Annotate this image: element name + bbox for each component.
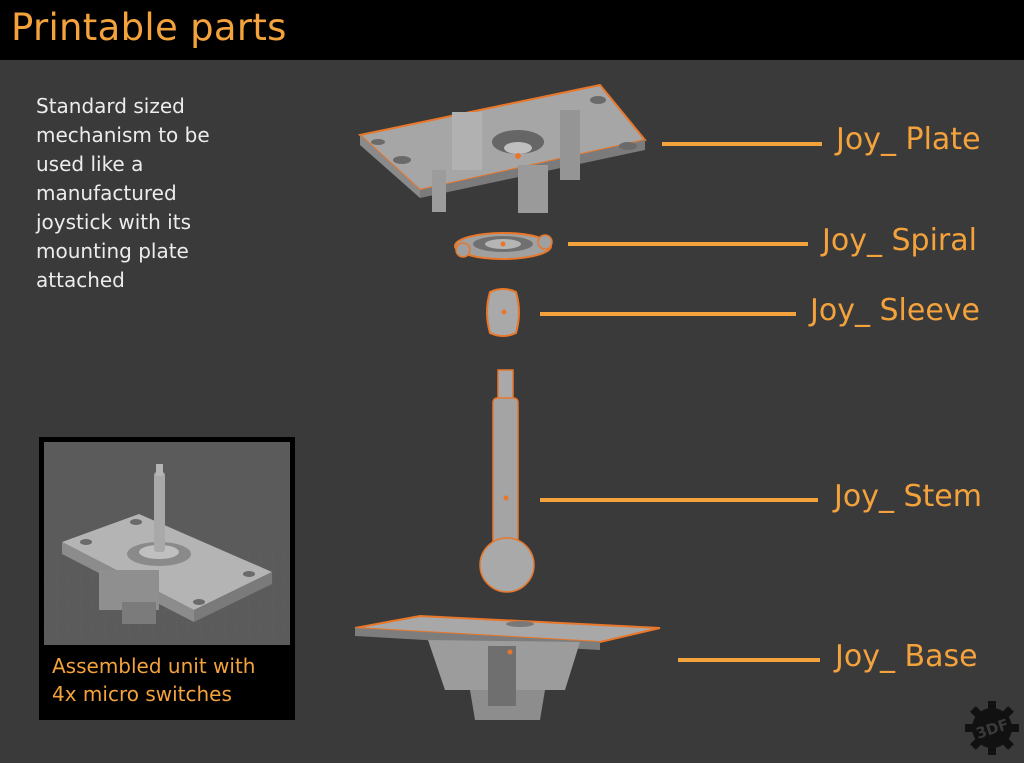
- part-label-sleeve: Joy_ Sleeve: [810, 293, 980, 328]
- part-label-spiral: Joy_ Spiral: [822, 223, 977, 258]
- description-line: Standard sized: [36, 94, 185, 118]
- part-label-base: Joy_ Base: [835, 639, 978, 674]
- gear-logo-icon: 3DF: [964, 700, 1020, 760]
- description-line: joystick with its: [36, 210, 191, 234]
- joy-spiral-render: [454, 232, 553, 260]
- description-line: mechanism to be: [36, 123, 210, 147]
- leader-line-plate: [662, 142, 822, 146]
- assembled-unit-inset: Assembled unit with 4x micro switches: [39, 437, 295, 720]
- description-text: Standard sized mechanism to be used like…: [36, 92, 266, 295]
- leader-line-stem: [540, 498, 818, 502]
- leader-line-sleeve: [540, 312, 796, 316]
- joy-plate-render: [357, 83, 647, 213]
- description-line: manufactured: [36, 181, 177, 205]
- page-title: Printable parts: [11, 6, 287, 49]
- part-label-plate: Joy_ Plate: [836, 122, 981, 157]
- joy-sleeve-render: [486, 288, 520, 337]
- joy-stem-render: [479, 369, 535, 593]
- assembled-unit-render: [44, 442, 290, 645]
- leader-line-spiral: [568, 242, 808, 246]
- inset-caption: Assembled unit with 4x micro switches: [52, 652, 292, 708]
- description-line: used like a: [36, 152, 144, 176]
- inset-caption-line: 4x micro switches: [52, 682, 232, 706]
- header-bar: Printable parts: [0, 0, 1024, 60]
- description-line: attached: [36, 268, 125, 292]
- description-line: mounting plate: [36, 239, 189, 263]
- part-label-stem: Joy_ Stem: [834, 479, 982, 514]
- inset-caption-line: Assembled unit with: [52, 654, 256, 678]
- leader-line-base: [678, 658, 820, 662]
- joy-base-render: [354, 614, 661, 720]
